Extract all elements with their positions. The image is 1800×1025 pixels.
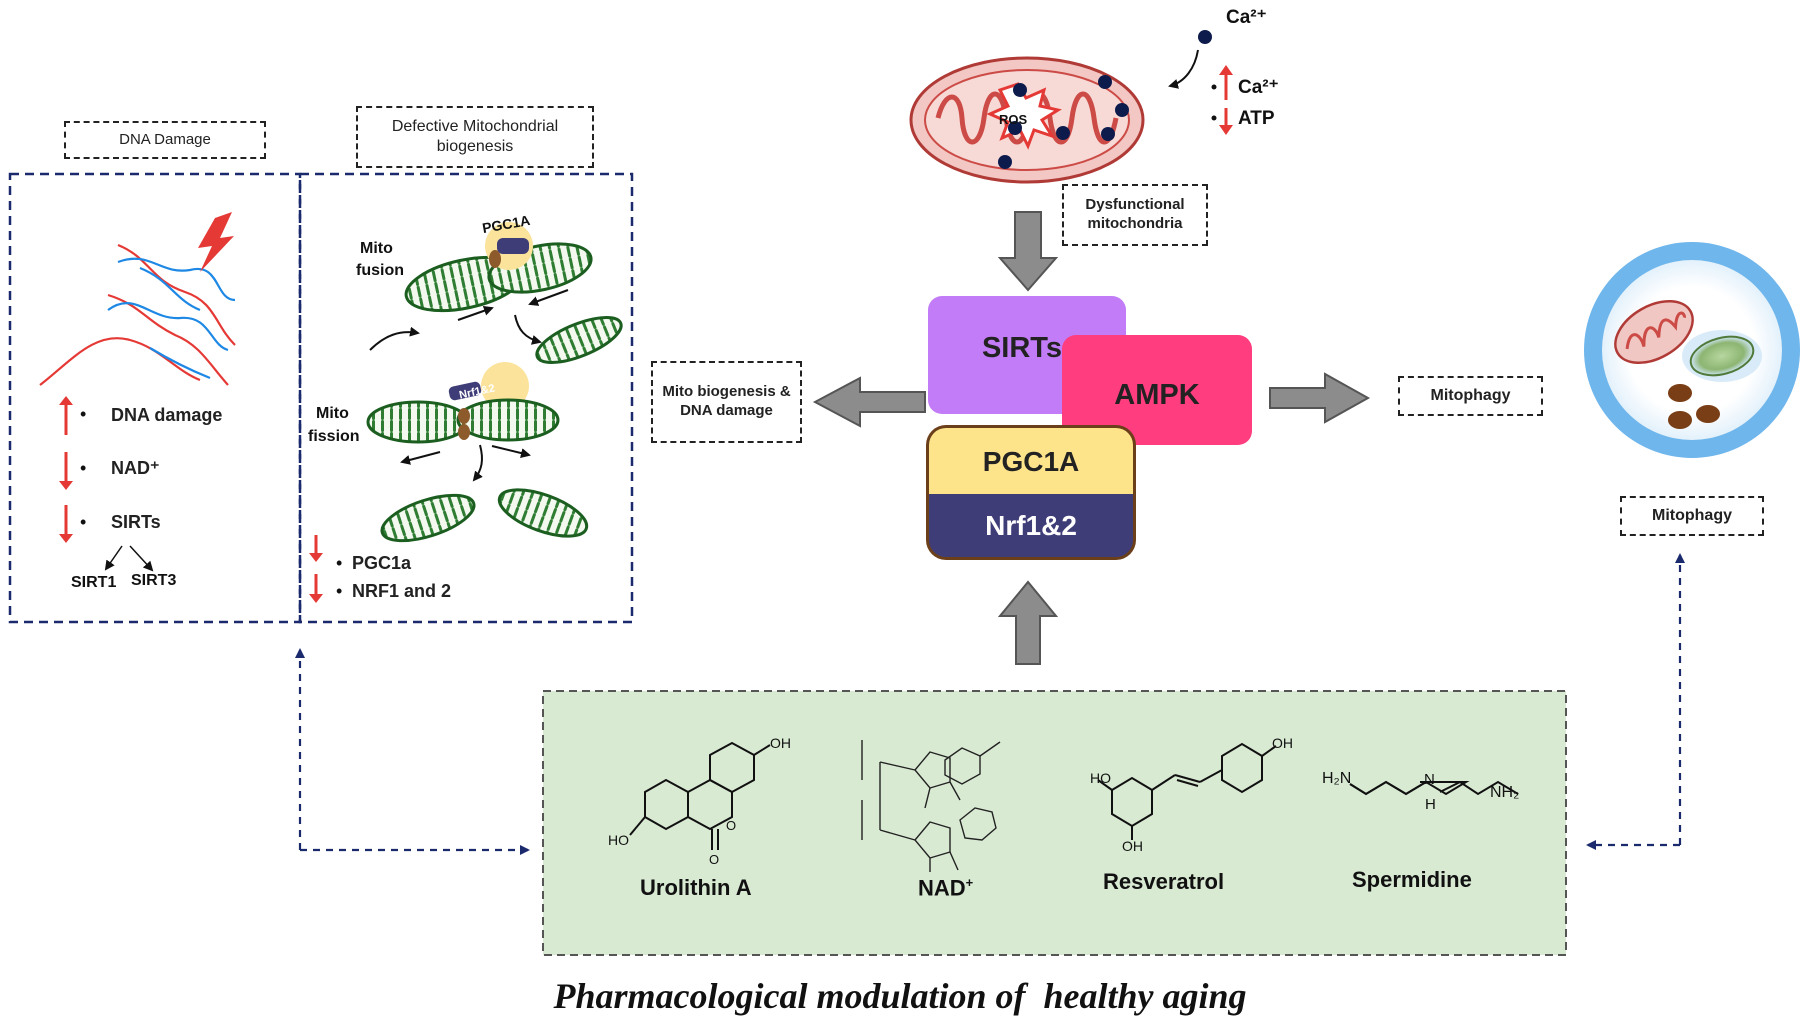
pgc1a-block: PGC1A [926, 425, 1136, 495]
atom-label: OH [1272, 735, 1293, 751]
figure-caption: Pharmacological modulation of healthy ag… [553, 976, 1247, 1016]
mito-fission-label-1: Mito [316, 405, 349, 422]
dashed-connectors [295, 553, 1685, 855]
bullet-dot: • [80, 458, 87, 478]
mitophagy-target-label: Mitophagy [1398, 376, 1543, 416]
atom-label: O [709, 852, 720, 867]
atom-label: HO [608, 832, 629, 848]
nrf-item: NRF1 and 2 [352, 581, 452, 601]
mitophagy-label: Mitophagy [1620, 496, 1764, 536]
atom-label: HO [1090, 770, 1111, 786]
resveratrol-structure [1097, 742, 1277, 840]
sirt3-label: SIRT3 [131, 572, 177, 589]
middle-panel-frame [298, 172, 634, 624]
dysfunctional-mitochondria-label: Dysfunctional mitochondria [1062, 184, 1208, 246]
calcium-increase-label: Ca²⁺ [1238, 77, 1279, 98]
bullet-dot: • [80, 512, 87, 532]
middle-panel-arrows [369, 289, 569, 482]
dna-helix-illustration [39, 243, 236, 386]
mito-biogenesis-dna-damage-label: Mito biogenesis & DNA damage [651, 361, 802, 443]
grey-block-arrows [812, 211, 1371, 665]
nad-name: NAD+ [918, 875, 973, 901]
dna-damage-item: DNA damage [111, 405, 223, 425]
spermidine-structure [1349, 780, 1519, 796]
fusion-mitochondria [404, 222, 623, 364]
bullet-dot: • [336, 553, 343, 573]
nad-name-text: NAD [918, 875, 966, 901]
middle-panel-red-arrows [309, 535, 323, 603]
mito-fusion-label-1: Mito [360, 240, 393, 257]
bullet-dot: • [336, 581, 343, 601]
atom-label: H₂N [1322, 770, 1352, 787]
defective-biogenesis-header: Defective Mitochondrial biogenesis [356, 106, 594, 168]
sirt1-label: SIRT1 [71, 574, 117, 591]
pgc1a-item: PGC1a [352, 553, 412, 573]
nad-structure [861, 740, 1001, 872]
atp-decrease-label: ATP [1238, 108, 1275, 129]
ampk-block: AMPK [1062, 335, 1252, 445]
atom-label: OH [770, 735, 791, 751]
bullet-dot: • [80, 404, 87, 424]
sirts-item: SIRTs [111, 512, 161, 532]
atom-label: NH₂ [1490, 784, 1520, 801]
autophagosome-illustration [1584, 242, 1800, 458]
compound-panel [542, 690, 1567, 956]
atom-label: H [1425, 796, 1436, 813]
nad-item: NAD⁺ [111, 458, 160, 478]
nad-superscript: + [965, 875, 974, 890]
dysfunctional-mitochondrion [909, 30, 1233, 184]
dna-damage-header: DNA Damage [64, 121, 266, 159]
left-panel-frame [8, 172, 302, 624]
urolithin-a-name: Urolithin A [640, 875, 752, 900]
mito-fusion-label-2: fusion [356, 262, 404, 279]
spermidine-name: Spermidine [1352, 867, 1472, 892]
fission-mitochondria [366, 362, 589, 543]
resveratrol-name: Resveratrol [1103, 869, 1225, 894]
atom-label: O [726, 818, 737, 833]
calcium-label: Ca²⁺ [1226, 7, 1267, 28]
urolithin-a-structure [629, 741, 771, 850]
mito-fission-label-2: fission [308, 428, 360, 445]
atom-label: N [1424, 771, 1435, 788]
left-panel-arrows [59, 396, 154, 572]
damage-lightning-icon [198, 212, 234, 272]
atom-label: OH [1122, 838, 1143, 854]
nrf-block: Nrf1&2 [926, 494, 1136, 560]
ros-label: ROS [999, 112, 1028, 127]
